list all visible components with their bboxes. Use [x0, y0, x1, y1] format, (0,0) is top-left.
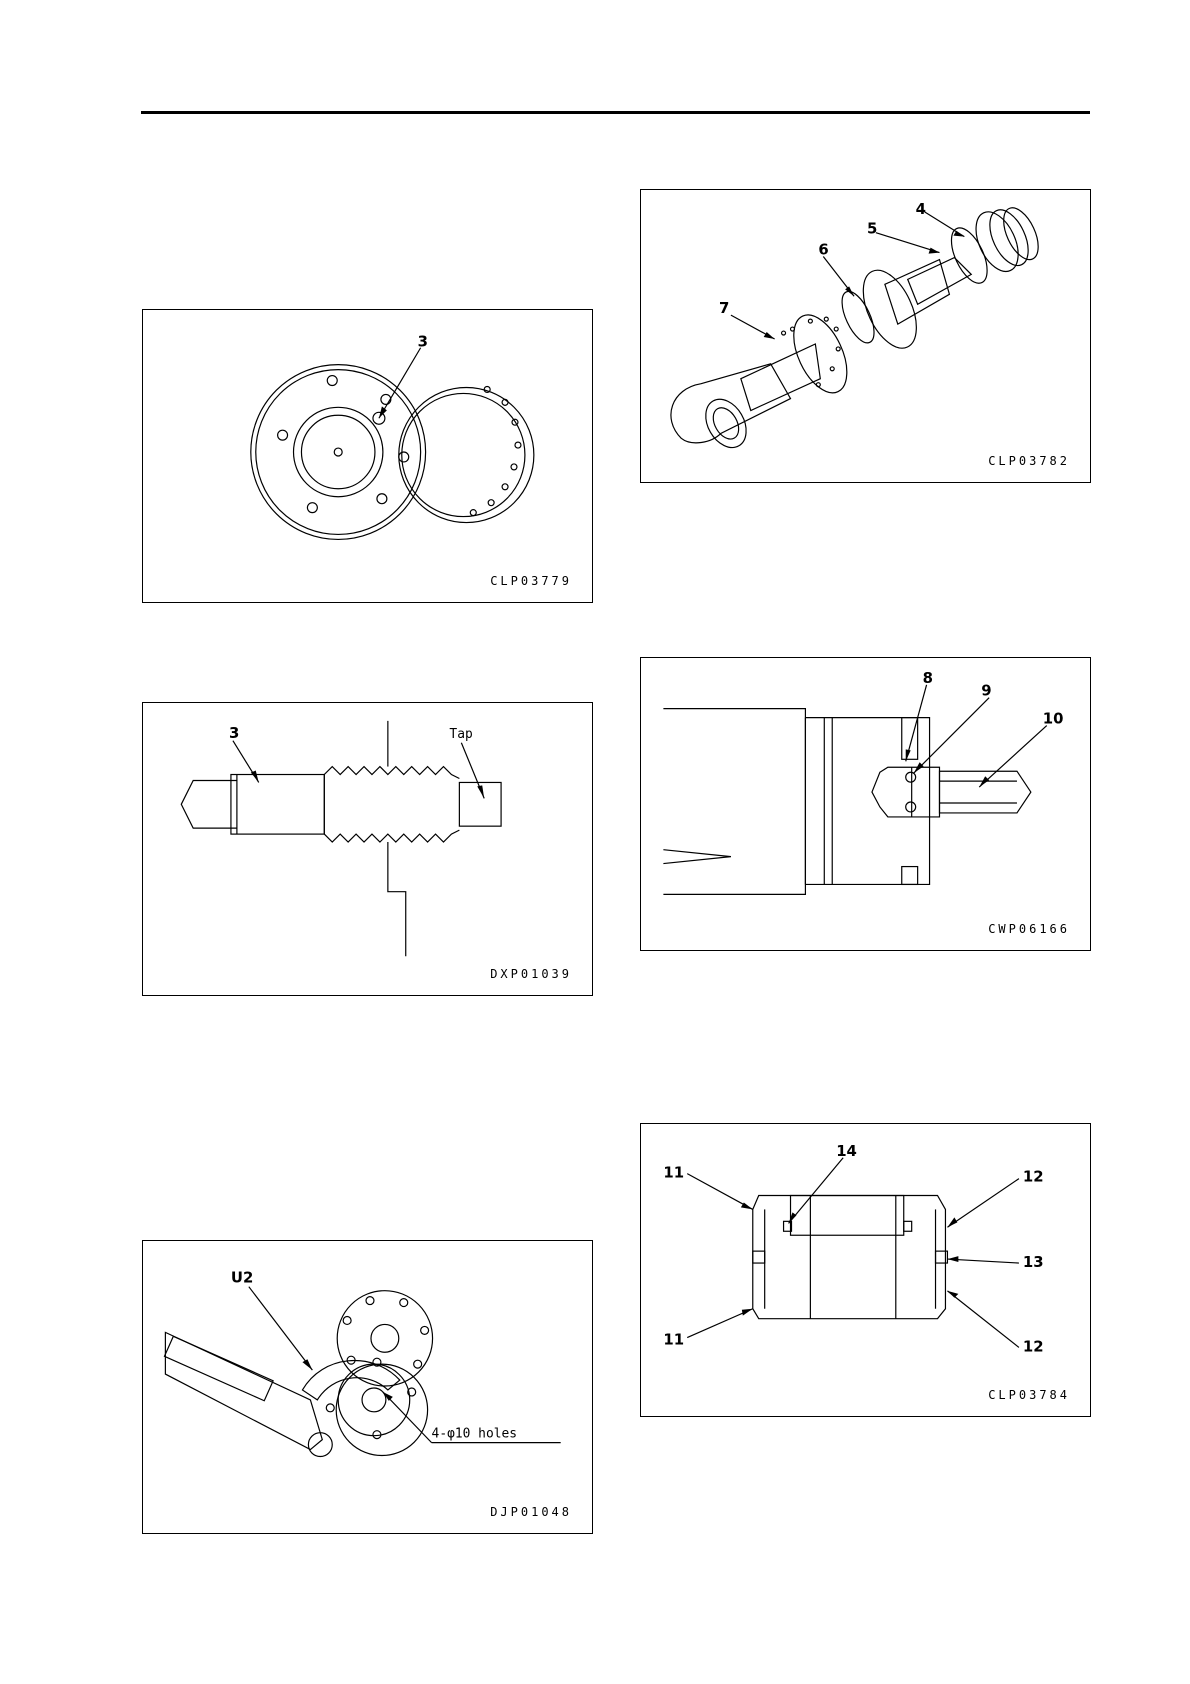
- callout-12: 12: [1023, 1168, 1044, 1186]
- holes-label: 4-φ10 holes: [432, 1427, 517, 1442]
- callout-13: 13: [1023, 1253, 1044, 1271]
- callout-14: 14: [836, 1142, 857, 1160]
- bushing-drawing: 11 14 12 13 12 11: [641, 1124, 1090, 1416]
- tap-drawing: 3 Tap: [143, 703, 592, 995]
- header-rule: [141, 111, 1090, 114]
- figure-code: DJP01048: [490, 1505, 572, 1519]
- callout-5: 5: [867, 220, 877, 238]
- piston-drawing: 8 9 10: [641, 658, 1090, 950]
- tap-label: Tap: [449, 727, 472, 742]
- figure-code: CLP03779: [490, 574, 572, 588]
- callout-7: 7: [719, 299, 729, 317]
- callout-11: 11: [663, 1164, 684, 1182]
- cylinder-rod-drawing: 7 6 5 4: [641, 190, 1090, 482]
- callout-6: 6: [818, 241, 828, 259]
- callout-u2: U2: [231, 1269, 253, 1287]
- figure-cwp06166: 8 9 10 CWP06166: [640, 657, 1091, 951]
- callout-11: 11: [663, 1330, 684, 1348]
- flange-drawing: 3: [143, 310, 592, 602]
- figure-code: DXP01039: [490, 967, 572, 981]
- figure-dxp01039: 3 Tap DXP01039: [142, 702, 593, 996]
- figure-code: CWP06166: [988, 922, 1070, 936]
- callout-12: 12: [1023, 1337, 1044, 1355]
- figure-clp03784: 11 14 12 13 12 11 CLP03784: [640, 1123, 1091, 1417]
- figure-clp03779: 3 CLP03779: [142, 309, 593, 603]
- callout-3: 3: [229, 724, 239, 742]
- figure-djp01048: U2 4-φ10 holes DJP01048: [142, 1240, 593, 1534]
- figure-code: CLP03784: [988, 1388, 1070, 1402]
- figure-code: CLP03782: [988, 454, 1070, 468]
- callout-9: 9: [981, 682, 991, 700]
- callout-4: 4: [916, 200, 926, 218]
- callout-3: 3: [418, 333, 428, 351]
- figure-clp03782: 7 6 5 4 CLP03782: [640, 189, 1091, 483]
- wrench-drawing: U2 4-φ10 holes: [143, 1241, 592, 1533]
- callout-10: 10: [1043, 710, 1064, 728]
- callout-8: 8: [923, 669, 933, 687]
